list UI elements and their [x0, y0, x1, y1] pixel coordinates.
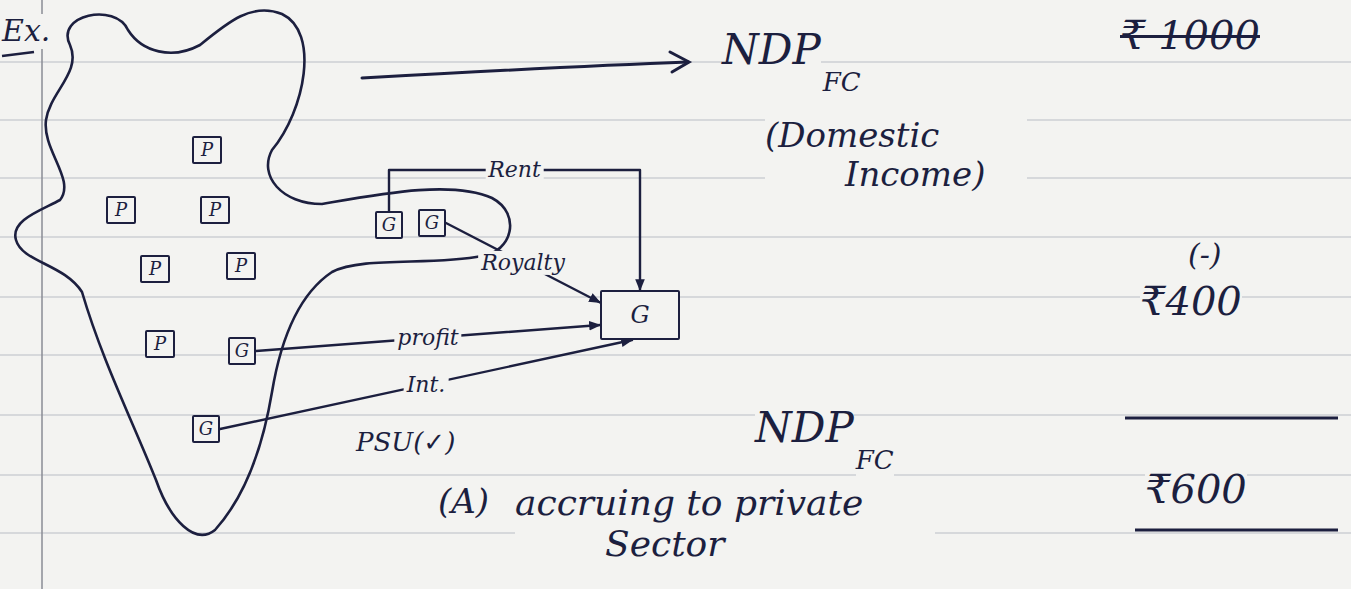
flow-label: profit — [394, 326, 461, 350]
box-letter: P — [235, 256, 247, 276]
box-letter: P — [201, 140, 213, 160]
enterprise-box: G — [418, 209, 446, 237]
enterprise-box: G — [228, 337, 256, 365]
income-flow-arrow — [220, 340, 632, 429]
ruled-lines — [0, 62, 1351, 533]
enterprise-box: G — [600, 290, 680, 340]
box-letter: G — [235, 341, 249, 361]
box-letter: P — [209, 200, 221, 220]
enterprise-box: P — [140, 255, 170, 283]
note-text: PSU(✓) — [356, 428, 455, 458]
amount: ₹ 1000 — [1120, 12, 1260, 58]
income-flow-arrow — [446, 223, 600, 303]
amount: ₹600 — [1145, 466, 1247, 512]
flow-label: Rent — [485, 158, 544, 182]
big-arrow — [362, 52, 689, 78]
box-letter: G — [425, 213, 439, 233]
total-rule — [1125, 417, 1338, 420]
box-letter: P — [115, 200, 127, 220]
flow-label: Int. — [404, 372, 449, 396]
amount: ₹400 — [1140, 278, 1242, 324]
income-flow-arrow — [389, 170, 640, 290]
income-symbol: NDP — [755, 404, 854, 452]
subscript: FC — [856, 446, 894, 476]
india-map-outline — [15, 10, 510, 534]
income-symbol: NDP — [722, 26, 821, 74]
enterprise-box: P — [192, 136, 222, 164]
operator: (-) — [1188, 238, 1222, 273]
box-letter: G — [199, 419, 213, 439]
income-flow-arrow — [256, 325, 600, 351]
subscript: FC — [823, 68, 861, 98]
box-letter: P — [149, 259, 161, 279]
box-letter: G — [382, 215, 396, 235]
box-letter: P — [154, 334, 166, 354]
margin-line — [41, 0, 43, 589]
note-text: (A) — [438, 482, 489, 521]
note-text: (Domestic Income) — [765, 116, 1027, 194]
underline — [2, 52, 34, 56]
enterprise-box: P — [106, 196, 136, 224]
enterprise-box: P — [226, 252, 256, 280]
flow-label: Royalty — [478, 251, 568, 275]
enterprise-box: P — [200, 196, 230, 224]
example-mark: Ex. — [2, 14, 50, 49]
enterprise-box: G — [192, 415, 220, 443]
note-text: accruing to private Sector — [515, 482, 935, 565]
enterprise-box: G — [375, 211, 403, 239]
total-rule — [1135, 529, 1338, 532]
box-letter: G — [630, 302, 649, 328]
enterprise-box: P — [145, 330, 175, 358]
